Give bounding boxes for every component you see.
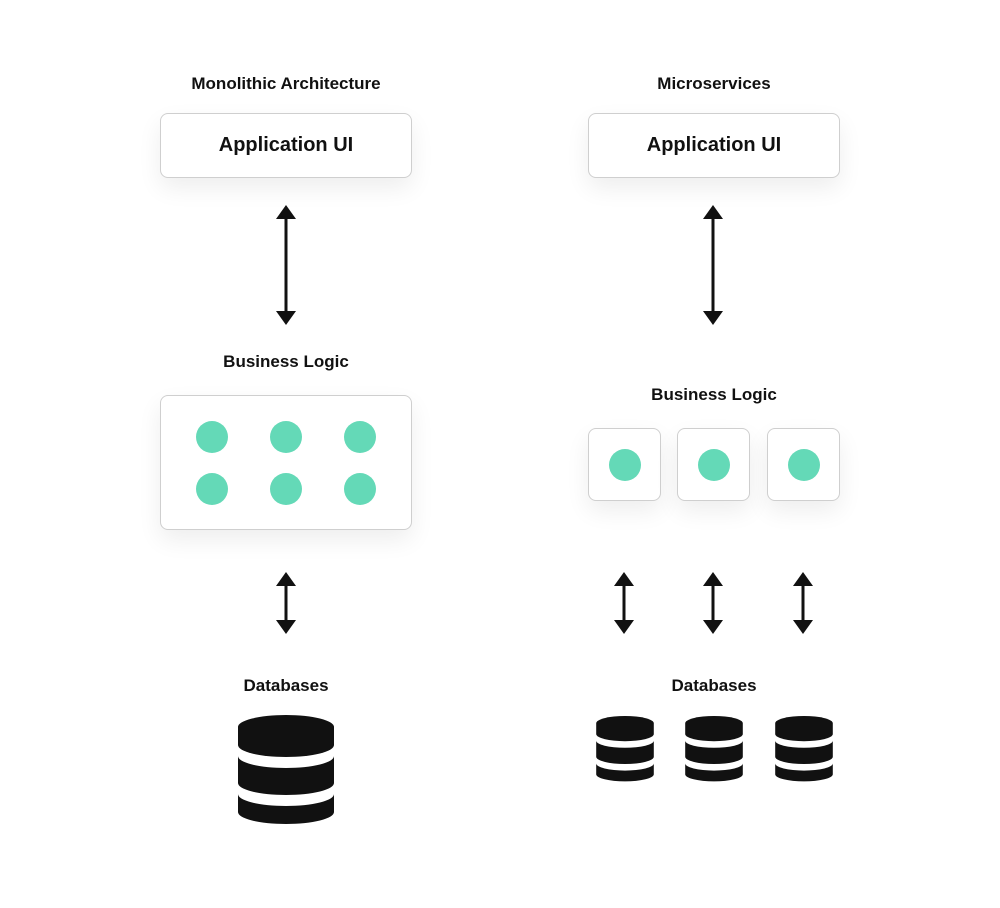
logic-module-dot <box>196 473 228 505</box>
monolithic-application-ui-box: Application UI <box>160 113 412 178</box>
double-headed-arrow-icon <box>703 572 723 634</box>
monolithic-application-ui-label: Application UI <box>218 134 354 156</box>
microservices-application-ui-box: Application UI <box>588 113 840 178</box>
logic-module-dot <box>344 421 376 453</box>
microservices-databases-label: Databases <box>671 676 757 695</box>
monolithic-business-logic-box <box>160 395 412 530</box>
logic-module-dot <box>270 421 302 453</box>
database-icon <box>238 715 334 824</box>
microservice-box <box>677 428 750 501</box>
microservice-box <box>588 428 661 501</box>
service-dot <box>788 449 820 481</box>
microservices-business-logic-label: Business Logic <box>651 385 777 404</box>
microservices-application-ui-label: Application UI <box>646 134 782 156</box>
monolithic-title: Monolithic Architecture <box>191 74 381 93</box>
service-dot <box>698 449 730 481</box>
logic-module-dot <box>344 473 376 505</box>
double-headed-arrow-icon <box>276 205 296 325</box>
logic-module-dot <box>270 473 302 505</box>
logic-module-dot <box>196 421 228 453</box>
database-icon <box>685 716 743 782</box>
double-headed-arrow-icon <box>793 572 813 634</box>
monolithic-business-logic-label: Business Logic <box>223 352 349 371</box>
double-headed-arrow-icon <box>703 205 723 325</box>
microservice-box <box>767 428 840 501</box>
microservices-title: Microservices <box>657 74 771 93</box>
database-icon <box>775 716 833 782</box>
database-icon <box>596 716 654 782</box>
double-headed-arrow-icon <box>276 572 296 634</box>
double-headed-arrow-icon <box>614 572 634 634</box>
monolithic-databases-label: Databases <box>243 676 329 695</box>
service-dot <box>609 449 641 481</box>
